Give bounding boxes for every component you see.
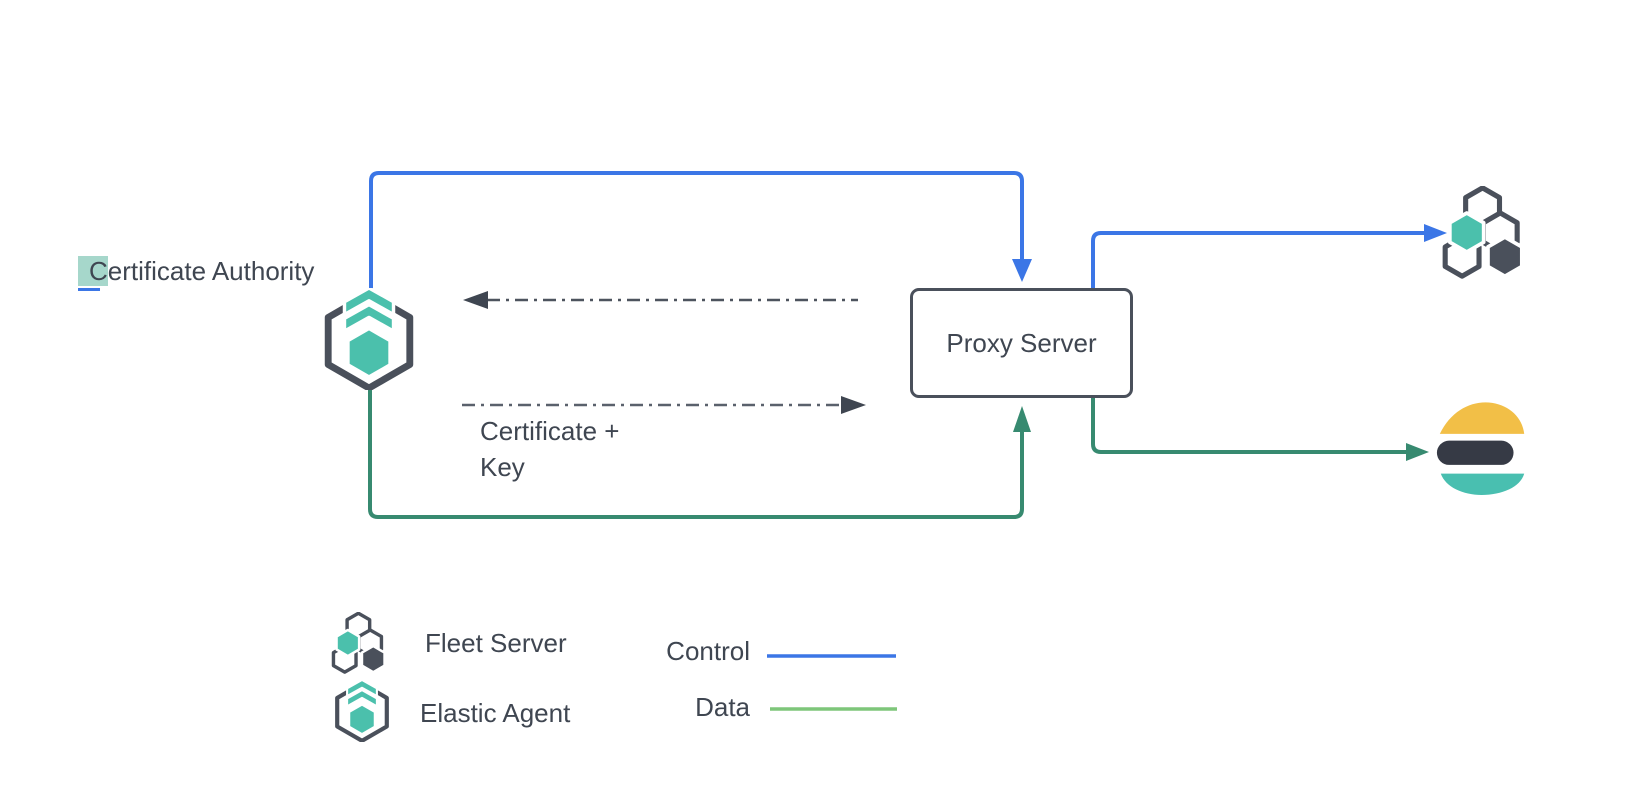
data-line-proxy-to-elasticsearch (1091, 398, 1406, 454)
control-arrowhead-fleet (1424, 224, 1447, 242)
proxy-server-node: Proxy Server (910, 288, 1133, 398)
control-line-proxy-to-fleet (1091, 231, 1424, 288)
data-arrowhead-proxy-bottom (1013, 406, 1031, 432)
legend-fleet-server-icon (331, 612, 387, 674)
certificate-key-line1: Certificate + (480, 416, 620, 446)
control-arrowhead-proxy-top (1012, 259, 1032, 282)
certificate-authority-label: Certificate Authority (89, 255, 314, 287)
elasticsearch-logo (1436, 402, 1525, 495)
proxy-server-label: Proxy Server (946, 328, 1097, 358)
legend-elastic-agent-label: Elastic Agent (420, 698, 571, 728)
dashed-arrowhead-right (841, 396, 866, 414)
text-selection-highlight: C (89, 256, 108, 286)
data-line-agent-to-proxy (368, 383, 1024, 519)
legend-data-label: Data (695, 692, 750, 722)
control-line-agent-to-proxy (369, 171, 1024, 298)
dashed-arrowhead-left (463, 291, 488, 309)
text-cursor (78, 288, 100, 291)
elastic-agent-icon (316, 288, 422, 390)
data-arrowhead-elasticsearch (1406, 443, 1429, 461)
legend-control-label: Control (666, 636, 750, 666)
certificate-key-line2: Key (480, 452, 525, 482)
legend-fleet-server-label: Fleet Server (425, 628, 567, 658)
legend-elastic-agent-icon (331, 680, 393, 742)
certificate-key-label: Certificate + Key (480, 413, 619, 485)
certificate-authority-label-rest: ertificate Authority (107, 256, 315, 286)
fleet-server-icon (1437, 186, 1530, 279)
